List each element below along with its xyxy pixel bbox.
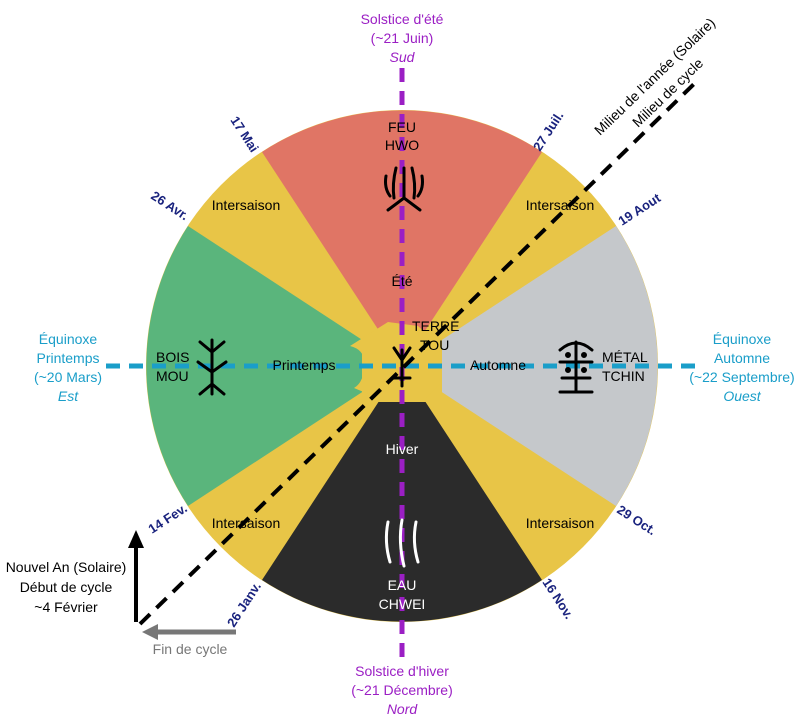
- new-year-line2: Début de cycle: [20, 579, 113, 595]
- wood-glyph-icon: [196, 338, 228, 396]
- wood-translit: MOU: [156, 368, 189, 384]
- water-translit: CHWEI: [379, 596, 426, 612]
- summer-solstice-date: (~21 Juin): [371, 30, 434, 46]
- autumn-equinox-title: Équinoxe: [713, 331, 772, 347]
- date-apr26: 26 Avr.: [148, 188, 191, 223]
- wood-name: BOIS: [156, 349, 189, 365]
- date-aug19: 19 Aout: [615, 190, 663, 229]
- earth-translit: TOU: [420, 337, 449, 353]
- metal-name: MÉTAL: [602, 349, 648, 365]
- intersaison-top-left: Intersaison: [212, 197, 280, 213]
- date-may17: 17 Mai: [227, 113, 261, 155]
- date-feb14: 14 Fev.: [145, 500, 189, 536]
- spring-equinox-season: Printemps: [36, 350, 99, 366]
- end-cycle-arrow-head: [142, 624, 158, 640]
- autumn-equinox-direction: Ouest: [723, 388, 761, 404]
- spring-equinox-title: Équinoxe: [39, 331, 98, 347]
- new-year-arrow-head: [128, 530, 144, 548]
- fire-name: FEU: [388, 119, 416, 135]
- mid-year-label: Milieu de l'année (Solaire): [591, 15, 718, 139]
- end-cycle-label: Fin de cycle: [153, 641, 228, 657]
- earth-glyph-icon: [392, 346, 412, 388]
- water-glyph-icon: [384, 518, 420, 568]
- new-year-line1: Nouvel An (Solaire): [6, 559, 127, 575]
- season-summer: Été: [391, 273, 412, 289]
- date-jan26: 26 Janv.: [224, 579, 264, 629]
- winter-solstice-direction: Nord: [387, 701, 419, 717]
- winter-solstice-title: Solstice d'hiver: [355, 663, 449, 679]
- spring-equinox-date: (~20 Mars): [34, 369, 102, 385]
- season-winter: Hiver: [386, 441, 419, 457]
- fire-translit: HWO: [385, 137, 419, 153]
- summer-solstice-direction: Sud: [390, 49, 416, 65]
- new-year-line3: ~4 Février: [34, 599, 98, 615]
- spring-equinox-direction: Est: [58, 388, 79, 404]
- cycle-axis: [138, 82, 696, 626]
- autumn-equinox-date: (~22 Septembre): [689, 369, 794, 385]
- water-name: EAU: [388, 577, 417, 593]
- fire-glyph-icon: [384, 166, 424, 212]
- intersaison-bottom-left: Intersaison: [212, 515, 280, 531]
- autumn-equinox-season: Automne: [714, 350, 770, 366]
- earth-name: TERRE: [412, 318, 459, 334]
- date-jul27: 27 Juil.: [530, 108, 567, 153]
- season-spring: Printemps: [272, 357, 335, 373]
- date-nov16: 16 Nov.: [539, 575, 576, 621]
- metal-glyph-icon: [558, 340, 594, 394]
- season-autumn: Automne: [470, 357, 526, 373]
- summer-solstice-title: Solstice d'été: [361, 11, 444, 27]
- metal-translit: TCHIN: [602, 368, 645, 384]
- date-oct29: 29 Oct.: [614, 502, 659, 538]
- intersaison-top-right: Intersaison: [526, 197, 594, 213]
- winter-solstice-date: (~21 Décembre): [351, 682, 453, 698]
- earth-center-shape: [350, 322, 440, 398]
- intersaison-bottom-right: Intersaison: [526, 515, 594, 531]
